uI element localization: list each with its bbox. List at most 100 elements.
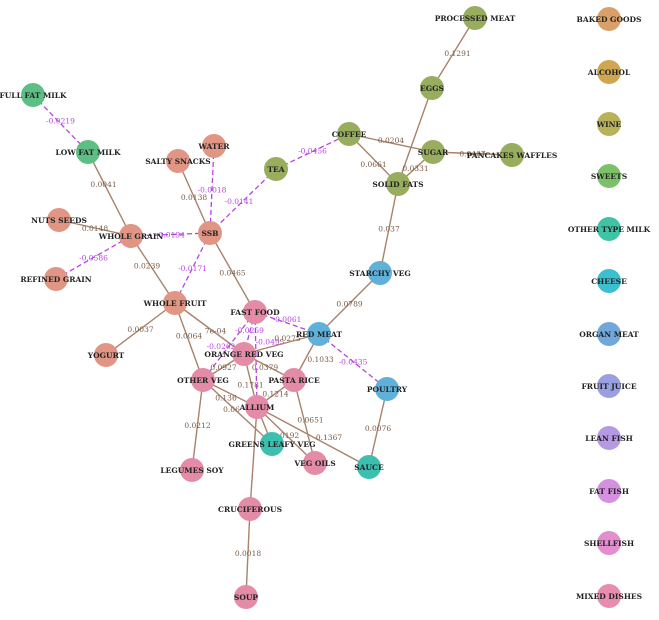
node-water[interactable]: WATER xyxy=(198,134,231,158)
edge-fast-food-other-veg xyxy=(202,311,256,381)
edge-weight-label: 0.1781 xyxy=(237,381,263,390)
edge-tea-coffee xyxy=(275,133,350,170)
node-label: FRUIT JUICE xyxy=(581,382,636,391)
node-label: GREENS LEAFY VEG xyxy=(229,440,316,449)
node-label: WATER xyxy=(198,142,231,151)
node-sugar[interactable]: SUGAR xyxy=(418,140,449,164)
node-veg-oils[interactable]: VEG OILS xyxy=(293,451,336,475)
edge-weight-label: 0.0138 xyxy=(181,193,207,202)
node-circle xyxy=(163,291,187,315)
node-solid-fats[interactable]: SOLID FATS xyxy=(372,172,424,196)
edge-salty-snacks-ssb xyxy=(177,160,211,234)
node-circle xyxy=(375,377,399,401)
node-low-fat-milk[interactable]: LOW FAT MILK xyxy=(56,140,121,164)
edge-weight-label: -0.0061 xyxy=(273,315,302,324)
edge-other-veg-legumes-soy xyxy=(191,379,204,471)
node-fat-fish[interactable]: FAT FISH xyxy=(589,479,629,503)
node-circle xyxy=(500,143,524,167)
node-eggs[interactable]: EGGS xyxy=(420,76,444,100)
edge-sugar-pancakes xyxy=(432,151,513,156)
edge-weight-label: 7e-04 xyxy=(205,327,227,336)
node-whole-fruit[interactable]: WHOLE FRUIT xyxy=(143,291,207,315)
node-yogurt[interactable]: YOGURT xyxy=(87,343,125,367)
node-label: SWEETS xyxy=(591,172,627,181)
node-sauce[interactable]: SAUCE xyxy=(354,455,384,479)
node-coffee[interactable]: COFFEE xyxy=(332,122,367,146)
node-circle xyxy=(597,112,621,136)
edge-weight-label: 0.0018 xyxy=(235,549,261,558)
node-cruciferous[interactable]: CRUCIFEROUS xyxy=(218,497,282,521)
edge-allium-cruciferous xyxy=(249,406,258,510)
edge-weight-label: -0.0219 xyxy=(46,117,75,126)
node-pasta-rice[interactable]: PASTA RICE xyxy=(268,368,320,392)
node-baked-goods[interactable]: BAKED GOODS xyxy=(577,7,642,31)
edge-weight-label: -0.0586 xyxy=(79,254,108,263)
edge-weight-label: 0.0379 xyxy=(252,363,278,372)
node-ssb[interactable]: SSB xyxy=(198,221,222,245)
node-mixed-dishes[interactable]: MIXED DISHES xyxy=(576,584,642,608)
node-circle xyxy=(282,368,306,392)
edge-weight-label: 0.0239 xyxy=(134,262,160,271)
node-fast-food[interactable]: FAST FOOD xyxy=(230,300,280,324)
node-whole-grain[interactable]: WHOLE GRAIN xyxy=(98,224,164,248)
node-label: TEA xyxy=(267,165,284,174)
node-circle xyxy=(180,458,204,482)
edge-weight-label: 0.0465 xyxy=(219,269,245,278)
node-full-fat-milk[interactable]: FULL FAT MILK xyxy=(0,83,67,107)
edge-weight-label: -0.0259 xyxy=(235,326,264,335)
node-fruit-juice[interactable]: FRUIT JUICE xyxy=(581,374,637,398)
node-circle xyxy=(597,531,621,555)
node-label: OTHER TYPE MILK xyxy=(568,225,651,234)
node-greens[interactable]: GREENS LEAFY VEG xyxy=(229,432,316,456)
node-other-type-milk[interactable]: OTHER TYPE MILK xyxy=(568,217,651,241)
node-shellfish[interactable]: SHELLFISH xyxy=(584,531,634,555)
node-label: FULL FAT MILK xyxy=(0,91,67,100)
node-label: FAT FISH xyxy=(589,487,629,496)
node-circle xyxy=(191,368,215,392)
node-circle xyxy=(597,426,621,450)
node-orange-red-veg[interactable]: ORANGE RED VEG xyxy=(204,342,284,366)
node-circle xyxy=(198,221,222,245)
edge-weight-label: -0.0018 xyxy=(198,186,227,195)
node-sweets[interactable]: SWEETS xyxy=(591,164,627,188)
node-organ-meat[interactable]: ORGAN MEAT xyxy=(579,322,639,346)
node-soup[interactable]: SOUP xyxy=(234,585,258,609)
node-allium[interactable]: ALLIUM xyxy=(239,395,275,419)
node-circle xyxy=(420,76,444,100)
node-label: ORANGE RED VEG xyxy=(204,350,283,359)
node-other-veg[interactable]: OTHER VEG xyxy=(177,368,229,392)
node-processed-meat[interactable]: PROCESSED MEAT xyxy=(435,6,516,30)
edge-labels-layer: 0.12910.02040.06610.04070.0331-0.04560.0… xyxy=(46,49,486,558)
node-label: ORGAN MEAT xyxy=(579,330,639,339)
node-starchy-veg[interactable]: STARCHY VEG xyxy=(349,261,411,285)
node-wine[interactable]: WINE xyxy=(596,112,622,136)
edge-weight-label: -0.0194 xyxy=(156,231,185,240)
edge-weight-label: 0.0192 xyxy=(273,431,299,440)
edge-weight-label: 0.037 xyxy=(378,225,400,234)
node-cheese[interactable]: CHEESE xyxy=(591,269,627,293)
node-label: FAST FOOD xyxy=(230,308,280,317)
node-red-meat[interactable]: RED MEAT xyxy=(296,322,342,346)
edge-ssb-whole-fruit xyxy=(174,232,211,304)
edge-weight-label: 0.0076 xyxy=(365,424,391,433)
node-label: CHEESE xyxy=(591,277,627,286)
edge-weight-label: 0.0064 xyxy=(176,332,202,341)
node-label: OTHER VEG xyxy=(177,376,229,385)
node-poultry[interactable]: POULTRY xyxy=(367,377,408,401)
node-label: LEGUMES SOY xyxy=(160,466,224,475)
edge-starchy-veg-red-meat xyxy=(318,272,381,335)
node-circle xyxy=(232,342,256,366)
node-alcohol[interactable]: ALCOHOL xyxy=(587,60,631,84)
edge-coffee-sugar xyxy=(348,133,434,153)
node-pancakes[interactable]: PANCAKES WAFFLES xyxy=(467,143,558,167)
node-nuts-seeds[interactable]: NUTS SEEDS xyxy=(31,208,87,232)
node-refined-grain[interactable]: REFINED GRAIN xyxy=(20,267,92,291)
node-lean-fish[interactable]: LEAN FISH xyxy=(585,426,633,450)
edge-weight-label: 0.0204 xyxy=(378,136,404,145)
node-salty-snacks[interactable]: SALTY SNACKS xyxy=(145,149,211,173)
node-circle xyxy=(44,267,68,291)
node-tea[interactable]: TEA xyxy=(264,157,288,181)
node-legumes-soy[interactable]: LEGUMES SOY xyxy=(160,458,224,482)
node-label: ALLIUM xyxy=(239,403,275,412)
